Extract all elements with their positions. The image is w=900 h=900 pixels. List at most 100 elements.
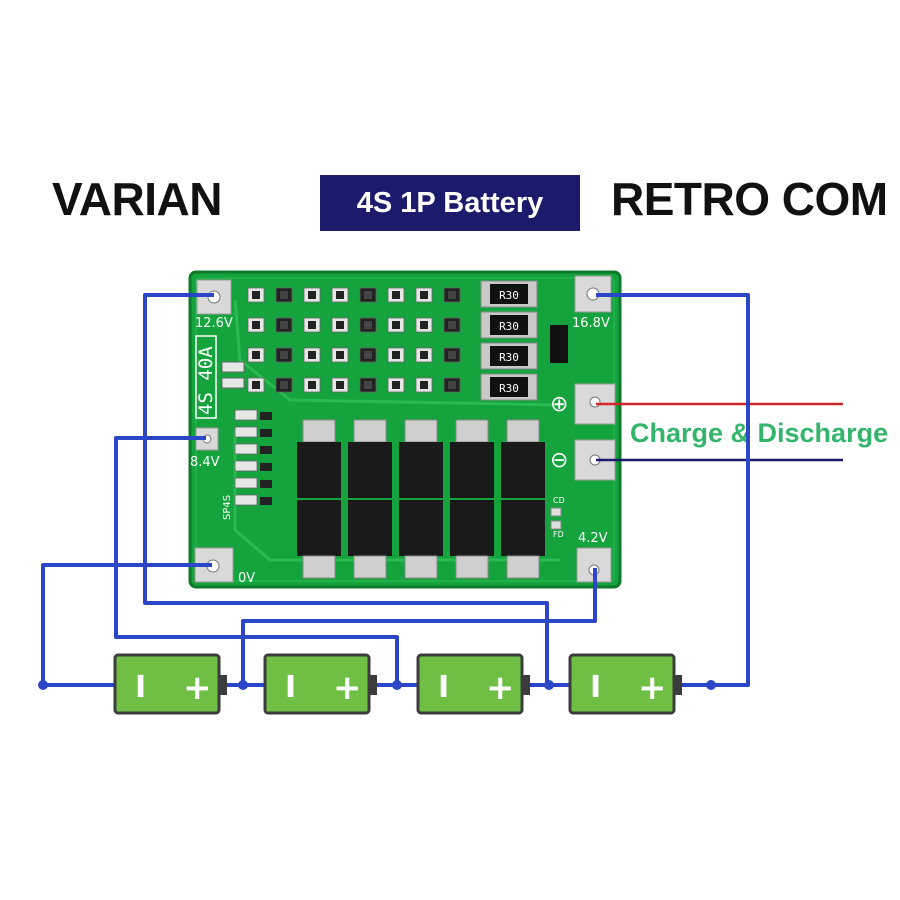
smd-chip: [275, 377, 293, 393]
brand-left: VARIAN: [52, 173, 222, 225]
smd-chip: [359, 377, 377, 393]
battery-plus-symbol: +: [333, 668, 362, 708]
board-rating: 4S 40A: [195, 346, 217, 415]
brand-right: RETRO COM: [611, 173, 888, 225]
smd-chip: [303, 347, 321, 363]
resistor-code: R30: [499, 289, 519, 302]
resistor-3: R30: [480, 342, 538, 370]
resistor-4: R30: [480, 373, 538, 401]
smd-chip: [331, 317, 349, 333]
smd-chip: [443, 287, 461, 303]
mosfet: [348, 419, 392, 498]
smd-chip: [443, 377, 461, 393]
smd-chip: [247, 317, 265, 333]
smd-components: [221, 287, 461, 506]
terminal-4v2: 4.2V: [578, 531, 608, 546]
wire-12v6: [143, 293, 549, 685]
smd-chip: [387, 377, 405, 393]
smd-chip: [415, 377, 433, 393]
smd-chip: [234, 443, 272, 455]
plus-sign-icon: ⊕: [550, 392, 568, 417]
fd-mark: FD: [553, 530, 564, 539]
smd-chip: [275, 287, 293, 303]
smd-chip: [303, 317, 321, 333]
mosfet: [450, 419, 494, 498]
battery-minus-symbol: I: [135, 670, 146, 705]
battery-terminal-cap: [522, 675, 530, 695]
mosfet: [297, 500, 341, 579]
wire-4v2: [241, 568, 597, 685]
smd-chip: [415, 317, 433, 333]
smd-chip: [247, 287, 265, 303]
battery-minus-symbol: I: [438, 670, 449, 705]
smd-chip: [247, 347, 265, 363]
battery-cell-2: I+: [263, 653, 377, 715]
smd-chip: [359, 347, 377, 363]
terminal-0v: 0V: [238, 571, 255, 586]
smd-chip: [247, 377, 265, 393]
diode: [550, 325, 568, 363]
battery-minus-symbol: I: [590, 670, 601, 705]
pad-8v4: [195, 427, 219, 451]
battery-terminal-cap: [369, 675, 377, 695]
battery-cell-3: I+: [416, 653, 530, 715]
smd-chip: [331, 347, 349, 363]
smd-chip: [415, 347, 433, 363]
battery-cell-1: I+: [113, 653, 227, 715]
resistor-code: R30: [499, 351, 519, 364]
cd-mark: CD: [553, 496, 565, 505]
terminal-8v4: 8.4V: [190, 455, 220, 470]
mosfet: [501, 419, 545, 498]
mosfet-array: [297, 419, 545, 579]
smd-chip: [359, 317, 377, 333]
charge-discharge-label: Charge & Discharge: [630, 418, 888, 448]
battery-plus-symbol: +: [638, 668, 667, 708]
battery-minus-symbol: I: [285, 670, 296, 705]
smd-chip: [331, 377, 349, 393]
resistor-code: R30: [499, 382, 519, 395]
smd-chip: [234, 409, 272, 421]
mosfet: [297, 419, 341, 498]
smd-chip: [303, 377, 321, 393]
smd-chip: [387, 287, 405, 303]
mosfet: [399, 500, 443, 579]
battery-plus-symbol: +: [486, 668, 515, 708]
resistor-1: R30: [480, 280, 538, 308]
wire-0v: [41, 563, 212, 687]
wire-8v4: [114, 436, 399, 685]
smd-chip: [387, 347, 405, 363]
mosfet: [501, 500, 545, 579]
battery-pack: I+I+I+I+: [113, 653, 682, 715]
smd-chip: [234, 477, 272, 489]
smd-chip: [359, 287, 377, 303]
smd-chip: [415, 287, 433, 303]
title-box: 4S 1P Battery: [320, 175, 580, 231]
smd-chip: [303, 287, 321, 303]
battery-plus-symbol: +: [183, 668, 212, 708]
smd-chip: [275, 317, 293, 333]
smd-chip: [331, 287, 349, 303]
resistor-code: R30: [499, 320, 519, 333]
minus-sign-icon: ⊖: [550, 448, 568, 473]
board-model: SP4S: [222, 495, 233, 520]
battery-cell-4: I+: [568, 653, 682, 715]
smd-chip: [387, 317, 405, 333]
balance-wires: [41, 293, 750, 687]
smd-chip: [443, 317, 461, 333]
smd-chip: [234, 494, 272, 506]
mosfet: [399, 419, 443, 498]
battery-terminal-cap: [674, 675, 682, 695]
wire-junctions: [38, 680, 716, 690]
terminal-12v6: 12.6V: [195, 316, 233, 331]
smd-chip: [275, 347, 293, 363]
terminal-16v8: 16.8V: [572, 316, 610, 331]
smd-chip: [234, 426, 272, 438]
mosfet: [450, 500, 494, 579]
resistor-2: R30: [480, 311, 538, 339]
mosfet: [348, 500, 392, 579]
smd-chip: [443, 347, 461, 363]
battery-terminal-cap: [219, 675, 227, 695]
